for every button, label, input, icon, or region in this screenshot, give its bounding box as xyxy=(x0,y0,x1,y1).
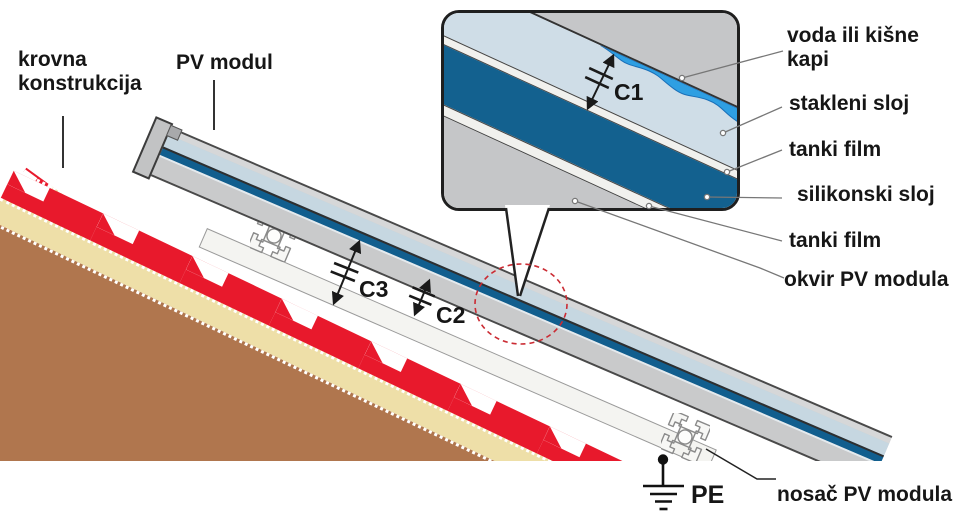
c2-label: C2 xyxy=(436,302,466,328)
c1-label: C1 xyxy=(614,79,644,105)
alu-profile-lower xyxy=(661,413,710,463)
inset-detail-box xyxy=(441,10,740,211)
tile-notch xyxy=(7,170,50,202)
tile-notch xyxy=(543,426,586,458)
background-cover xyxy=(0,461,975,525)
tile-notch xyxy=(96,213,140,245)
c3-label: C3 xyxy=(359,276,389,302)
glass-layer-label: stakleni sloj xyxy=(789,92,910,115)
pv-module-label: PV modul xyxy=(176,51,273,74)
silicon-layer-label: silikonski sloj xyxy=(797,183,935,206)
water-drops-graphic xyxy=(600,45,737,168)
water-drops-label: voda ili kišne kapi xyxy=(787,24,919,71)
tile-notch xyxy=(185,255,229,287)
tile-notch xyxy=(364,341,408,372)
module-frame-label: okvir PV modula xyxy=(784,268,949,291)
inset-layer-stack xyxy=(444,13,737,208)
tile-notch xyxy=(454,383,497,415)
pe-label: PE xyxy=(691,481,725,509)
thin-film-upper-label: tanki film xyxy=(789,138,882,161)
mount-label: nosač PV modula xyxy=(777,483,953,506)
thin-film-lower-label: tanki film xyxy=(789,229,882,252)
roof-construction-label: krovna konstrukcija xyxy=(18,48,142,95)
tile-notch xyxy=(275,298,318,330)
